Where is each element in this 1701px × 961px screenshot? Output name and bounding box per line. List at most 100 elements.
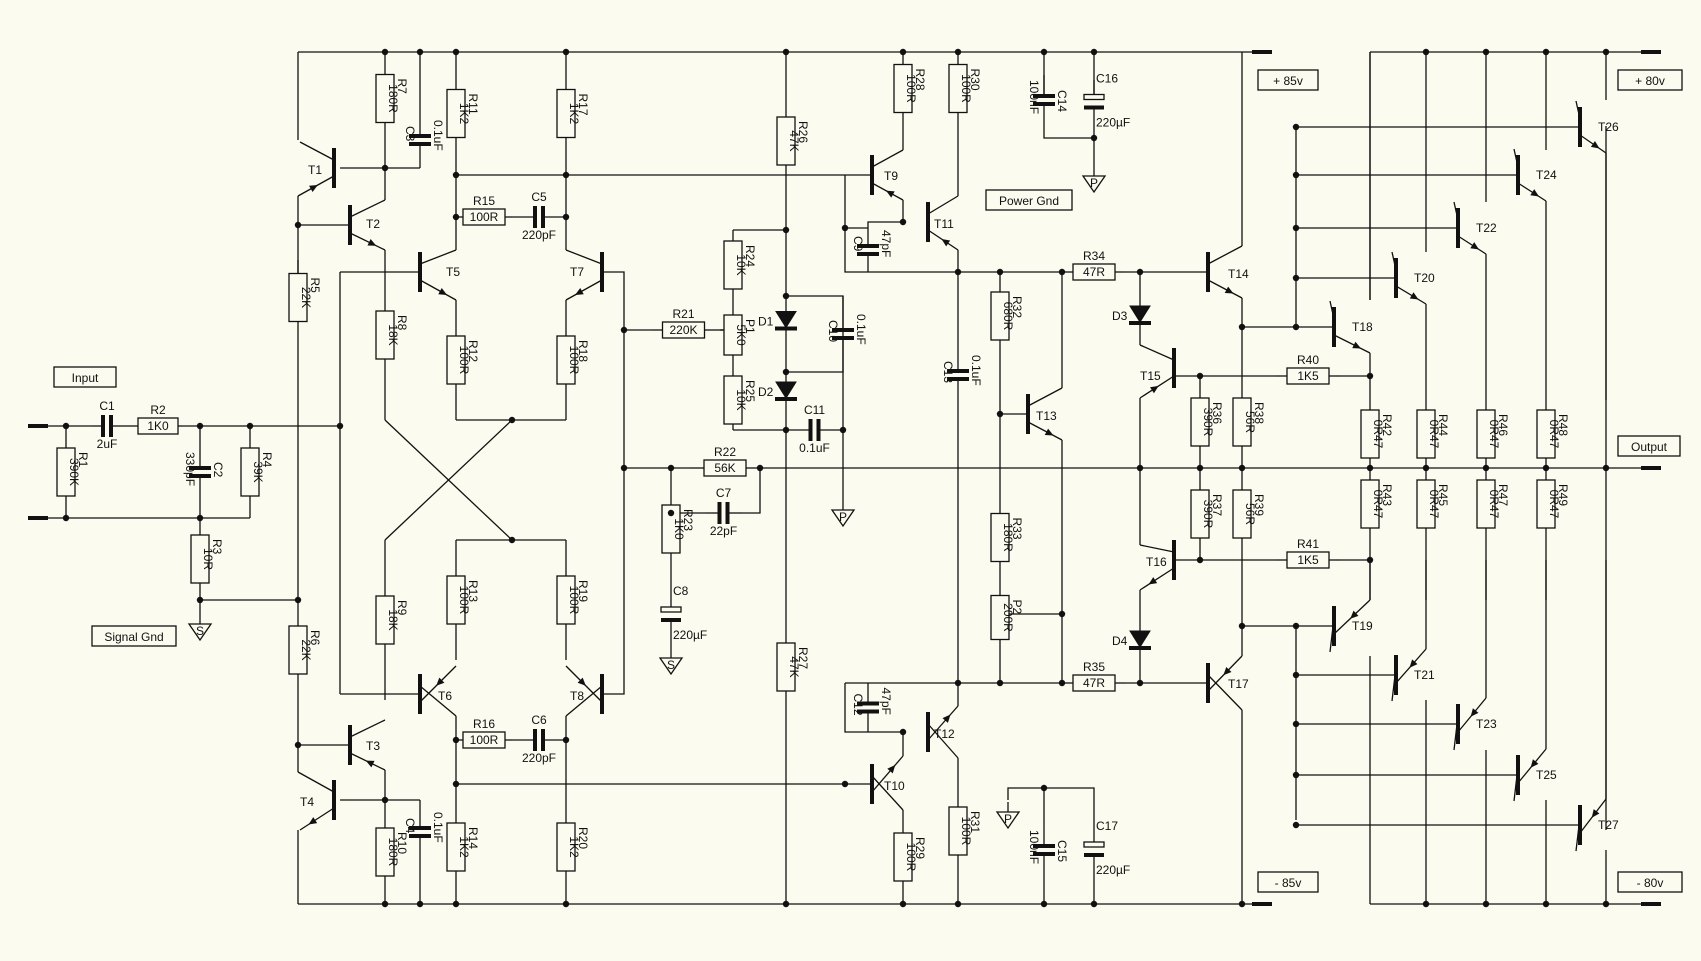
rail-tag-neg-85-text: - 85v [1275, 876, 1302, 890]
resistor-value: 220K [669, 323, 697, 337]
transistor-t13: T13 [1026, 387, 1063, 441]
resistor-value: 56R [1243, 503, 1257, 525]
capacitor-value: 220µF [1096, 116, 1130, 130]
resistor-value: 1K2 [567, 836, 581, 858]
resistor-ref: R49 [1556, 484, 1570, 506]
junction-dot [782, 900, 790, 908]
capacitor-ref: C4 [403, 818, 417, 834]
capacitor-ref: C7 [716, 486, 732, 500]
junction-dot [996, 410, 1004, 418]
transistor-t16: T16 [1139, 540, 1176, 591]
ground-letter: P [839, 510, 847, 524]
junction-dot [899, 900, 907, 908]
rail-tag-pos-85: + 85v [1257, 69, 1319, 91]
resistor-ref: R36 [1210, 402, 1224, 424]
resistor-ref: R6 [308, 630, 322, 646]
capacitor-ref: C9 [851, 236, 865, 252]
junction-dot [954, 48, 962, 56]
transistor-t14: T14 [1206, 245, 1249, 299]
transistor-t23: T23 [1453, 697, 1497, 751]
resistor-value: 47R [1083, 676, 1105, 690]
junction-dot [1366, 372, 1374, 380]
capacitor-ref: C11 [804, 403, 825, 417]
junction-dot [562, 736, 570, 744]
resistor-ref: R15 [473, 194, 495, 208]
resistor-value: 100R [567, 586, 581, 615]
junction-dot [1542, 900, 1550, 908]
junction-dot [782, 292, 790, 300]
junction-dot [1292, 171, 1300, 179]
junction-dot [667, 509, 675, 517]
resistor-ref: R9 [395, 600, 409, 616]
resistor-value: 56R [1243, 411, 1257, 433]
transistor-ref: T10 [884, 779, 905, 793]
junction-dot [562, 213, 570, 221]
resistor-value: 200R [1001, 603, 1015, 632]
transistor-ref: T9 [884, 169, 898, 183]
resistor-ref: R32 [1010, 296, 1024, 318]
junction-dot [452, 900, 460, 908]
junction-dot [954, 268, 962, 276]
junction-dot [996, 268, 1004, 276]
junction-dot [416, 900, 424, 908]
resistor-value: 1K0 [147, 419, 169, 433]
junction-dot [1058, 679, 1066, 687]
transistor-ref: T2 [366, 217, 380, 231]
resistor-value: 390R [1201, 500, 1215, 529]
resistor-value: 47K [787, 656, 801, 677]
input-tag-text: Input [72, 371, 99, 385]
ground-letter: S [196, 624, 204, 638]
resistor-value: 100R [959, 817, 973, 846]
diode-d2: D2 [758, 372, 797, 410]
resistor-value: 180R [386, 84, 400, 113]
resistor-value: 180R [1001, 523, 1015, 552]
resistor-value: 390R [1201, 408, 1215, 437]
transistor-ref: T22 [1476, 221, 1497, 235]
junction-dot [667, 464, 675, 472]
resistor-value: 100R [567, 346, 581, 375]
transistor-ref: T17 [1228, 677, 1249, 691]
junction-dot [1196, 372, 1204, 380]
capacitor-ref: C13 [941, 361, 955, 383]
resistor-ref: R18 [576, 340, 590, 362]
resistor-value: 0R47 [1547, 420, 1561, 449]
resistor-value: 10K [734, 254, 748, 275]
junction-dot [1136, 464, 1144, 472]
transistor-t7: T7 [565, 249, 604, 301]
resistor-value: 100R [457, 586, 471, 615]
capacitor-ref: C5 [531, 190, 547, 204]
junction-dot [1292, 224, 1300, 232]
power-ground-c11: P [830, 500, 856, 528]
diode-d4: D4 [1112, 625, 1151, 655]
wires [28, 50, 1661, 906]
transistor-t8: T8 [565, 665, 604, 717]
resistor-value: 0R47 [1427, 420, 1441, 449]
junction-dot [452, 736, 460, 744]
capacitor-value: 22pF [710, 524, 737, 538]
transistor-t10: T10 [870, 755, 905, 811]
capacitor-ref: C6 [531, 713, 547, 727]
transistor-t12: T12 [926, 705, 959, 759]
resistor-ref: R22 [714, 445, 736, 459]
junction-dot [1292, 671, 1300, 679]
transistor-t15: T15 [1139, 344, 1176, 399]
resistor-value: 18K [386, 609, 400, 630]
capacitor-value: 47pF [879, 688, 893, 715]
